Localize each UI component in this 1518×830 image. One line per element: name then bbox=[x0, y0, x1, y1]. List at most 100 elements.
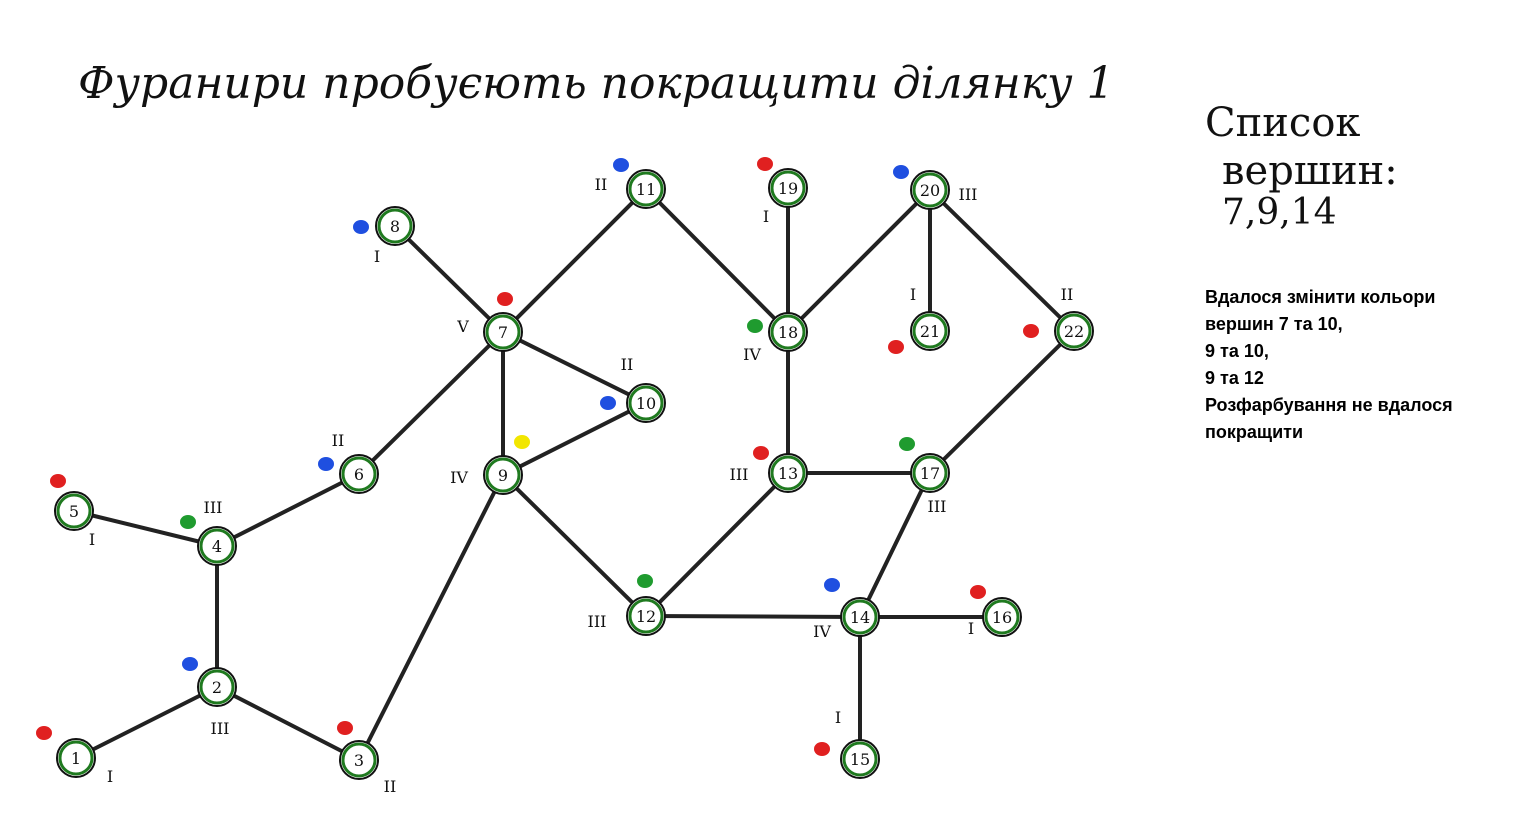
node-1: 1 bbox=[56, 738, 96, 778]
node-label: 12 bbox=[636, 607, 656, 626]
edge-11-18 bbox=[644, 187, 790, 334]
node-20: 20 bbox=[910, 170, 950, 210]
node-22: 22 bbox=[1054, 311, 1094, 351]
node-ring bbox=[485, 314, 521, 350]
node-outline bbox=[1054, 311, 1094, 351]
degree-numeral-8: I bbox=[374, 247, 380, 266]
degree-numeral-5: I bbox=[89, 530, 95, 549]
degree-numeral-4: III bbox=[204, 498, 223, 517]
node-ring bbox=[377, 208, 413, 244]
degree-numeral-2: III bbox=[211, 719, 230, 738]
edge-4-5 bbox=[72, 509, 219, 548]
color-dot-17 bbox=[899, 437, 915, 451]
degree-numeral-20: III bbox=[959, 185, 978, 204]
color-dot-15 bbox=[814, 742, 830, 756]
node-ring bbox=[912, 455, 948, 491]
node-17: 17 bbox=[910, 453, 950, 493]
node-ring bbox=[341, 456, 377, 492]
color-dot-9 bbox=[514, 435, 530, 449]
node-7: 7 bbox=[483, 312, 523, 352]
node-outline bbox=[840, 739, 880, 779]
node-8: 8 bbox=[375, 206, 415, 246]
node-3: 3 bbox=[339, 740, 379, 780]
edge-7-11 bbox=[501, 187, 648, 334]
node-6: 6 bbox=[339, 454, 379, 494]
node-ring bbox=[56, 493, 92, 529]
edge-7-8 bbox=[393, 224, 505, 334]
node-outline bbox=[483, 455, 523, 495]
degree-numerals: IIIIIIIIIIIIVIIVIIIIIIIIIIIVIIIIIIVIIIII… bbox=[89, 175, 1073, 796]
node-label: 21 bbox=[920, 322, 940, 341]
color-dot-3 bbox=[337, 721, 353, 735]
color-dot-14 bbox=[824, 578, 840, 592]
degree-numeral-18: IV bbox=[743, 345, 761, 364]
color-markers bbox=[36, 157, 1039, 756]
node-outline bbox=[768, 453, 808, 493]
node-outline bbox=[339, 454, 379, 494]
degree-numeral-6: II bbox=[332, 431, 345, 450]
node-ring bbox=[199, 528, 235, 564]
edges bbox=[72, 186, 1076, 762]
node-10: 10 bbox=[626, 383, 666, 423]
color-dot-11 bbox=[613, 158, 629, 172]
node-15: 15 bbox=[840, 739, 880, 779]
node-label: 16 bbox=[992, 608, 1012, 627]
node-outline bbox=[339, 740, 379, 780]
note-line: Розфарбування не вдалося bbox=[1205, 395, 1453, 415]
degree-numeral-21: I bbox=[910, 285, 916, 304]
node-12: 12 bbox=[626, 596, 666, 636]
node-outline bbox=[626, 596, 666, 636]
color-dot-16 bbox=[970, 585, 986, 599]
node-label: 5 bbox=[69, 502, 79, 521]
node-19: 19 bbox=[768, 168, 808, 208]
node-ring bbox=[628, 598, 664, 634]
degree-numeral-7: V bbox=[456, 317, 469, 336]
node-outline bbox=[375, 206, 415, 246]
degree-numeral-19: I bbox=[763, 207, 769, 226]
node-outline bbox=[768, 312, 808, 352]
color-dot-21 bbox=[888, 340, 904, 354]
vertex-list-note: Список вершин: 7,9,14 bbox=[1205, 100, 1398, 233]
color-dot-2 bbox=[182, 657, 198, 671]
node-ring bbox=[628, 385, 664, 421]
node-outline bbox=[982, 597, 1022, 637]
diagram-title: Фуранири пробуєють покращити ділянку 1 bbox=[78, 58, 1114, 109]
color-dot-18 bbox=[747, 319, 763, 333]
node-ring bbox=[770, 455, 806, 491]
node-label: 22 bbox=[1064, 322, 1084, 341]
color-dot-10 bbox=[600, 396, 616, 410]
node-4: 4 bbox=[197, 526, 237, 566]
vertex-list-heading-2: вершин: bbox=[1222, 148, 1398, 194]
node-label: 8 bbox=[390, 217, 400, 236]
node-outline bbox=[910, 453, 950, 493]
node-label: 4 bbox=[212, 537, 222, 556]
node-outline bbox=[910, 311, 950, 351]
node-14: 14 bbox=[840, 597, 880, 637]
degree-numeral-3: II bbox=[384, 777, 397, 796]
color-dot-19 bbox=[757, 157, 773, 171]
edge-9-3 bbox=[357, 473, 505, 762]
node-outline bbox=[54, 491, 94, 531]
edge-17-14 bbox=[858, 471, 932, 619]
edge-22-17 bbox=[928, 329, 1076, 475]
degree-numeral-10: II bbox=[621, 355, 634, 374]
node-ring bbox=[770, 170, 806, 206]
node-ring bbox=[912, 172, 948, 208]
result-note: Вдалося змінити кольори вершин 7 та 10, … bbox=[1205, 284, 1495, 446]
color-dot-8 bbox=[353, 220, 369, 234]
edge-2-3 bbox=[215, 685, 361, 762]
node-label: 15 bbox=[850, 750, 870, 769]
note-line: Вдалося змінити кольори bbox=[1205, 287, 1436, 307]
node-outline bbox=[197, 667, 237, 707]
node-label: 10 bbox=[636, 394, 656, 413]
vertex-list-heading-1: Список bbox=[1205, 100, 1360, 146]
note-line: покращити bbox=[1205, 422, 1304, 442]
node-2: 2 bbox=[197, 667, 237, 707]
color-dot-5 bbox=[50, 474, 66, 488]
node-outline bbox=[483, 312, 523, 352]
degree-numeral-12: III bbox=[588, 612, 607, 631]
node-ring bbox=[912, 313, 948, 349]
color-dot-4 bbox=[180, 515, 196, 529]
node-9: 9 bbox=[483, 455, 523, 495]
